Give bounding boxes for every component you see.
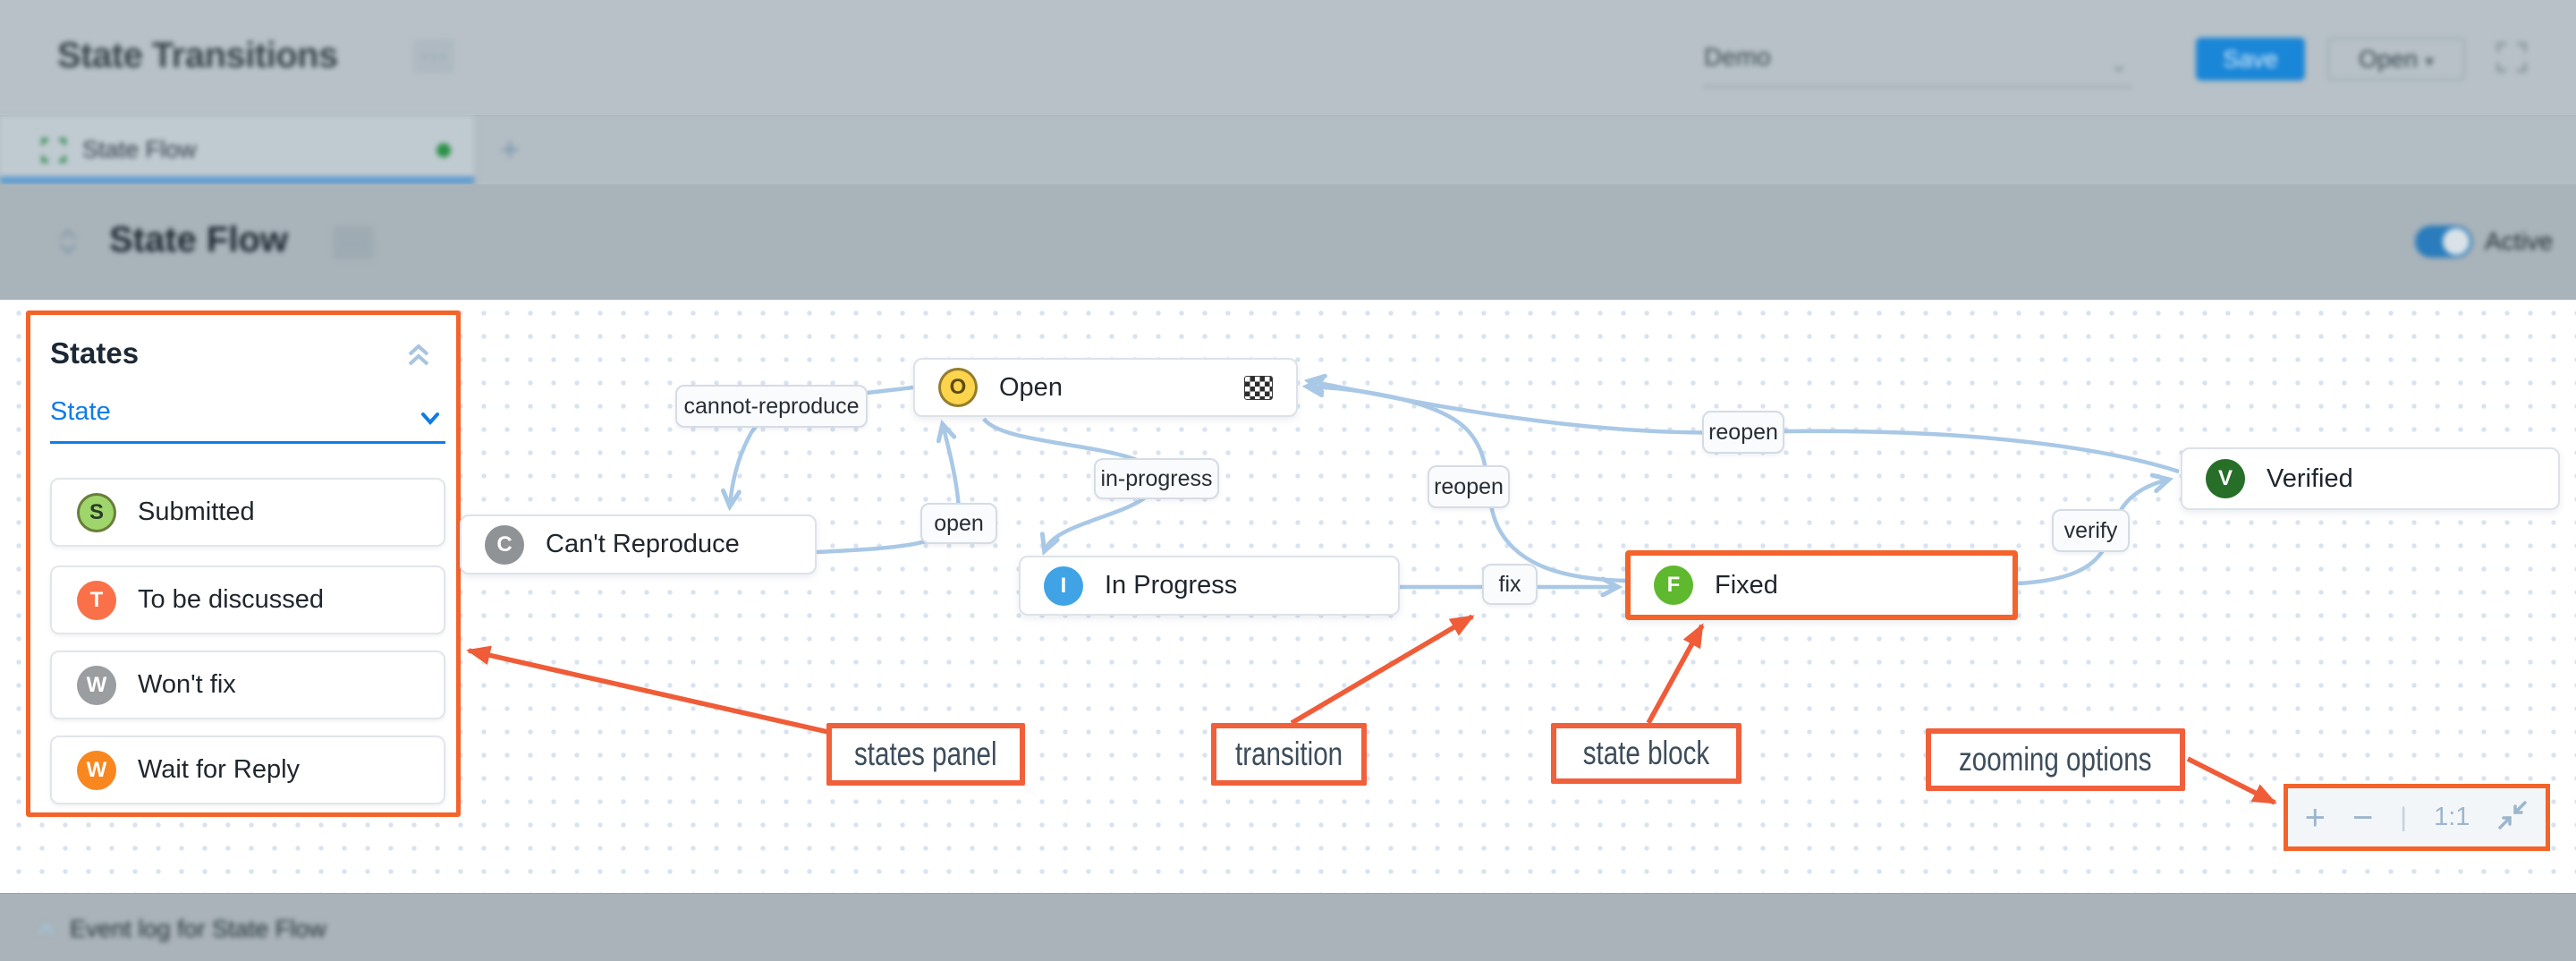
app-header: State Transitions ⋯ Demo ⌄ Save Open▾ (0, 0, 2576, 116)
state-type-value: State (50, 397, 111, 426)
annotation-arrow-zooming-options (2186, 756, 2277, 805)
states-panel: States State S Submitted T To be discuss… (26, 310, 461, 817)
zoom-out-button[interactable]: − (2351, 797, 2374, 838)
tab-state-flow[interactable]: State Flow (0, 116, 475, 184)
page-title: State Transitions (57, 36, 338, 75)
project-select[interactable]: Demo ⌄ (1704, 43, 2131, 88)
rule-header: State Flow ⋯ Active (0, 184, 2576, 300)
state-block-cant-reproduce[interactable]: C Can't Reproduce (460, 515, 817, 574)
tab-label: State Flow (82, 136, 197, 163)
panel-state-to-be-discussed[interactable]: T To be discussed (50, 566, 445, 634)
state-avatar: W (77, 750, 116, 790)
state-block-verified[interactable]: V Verified (2181, 447, 2560, 510)
state-avatar: I (1044, 566, 1083, 606)
collapse-panel-icon[interactable] (402, 340, 435, 377)
chevron-down-icon: ⌄ (2109, 53, 2128, 77)
transition-open[interactable]: open (920, 503, 997, 544)
annotation-arrow-transition (1290, 614, 1475, 726)
event-log-bar[interactable]: Event log for State Flow (0, 893, 2576, 961)
select-underline (50, 441, 445, 444)
workflow-icon (39, 136, 68, 169)
transition-reopen-from-verified[interactable]: reopen (1702, 411, 1784, 454)
expand-icon[interactable] (34, 917, 59, 947)
event-log-label: Event log for State Flow (70, 915, 326, 942)
rule-more-button[interactable]: ⋯ (333, 225, 374, 259)
project-select-value: Demo (1704, 43, 1771, 71)
state-avatar: F (1654, 566, 1693, 605)
panel-state-submitted[interactable]: S Submitted (50, 478, 445, 547)
collapse-icon[interactable] (50, 224, 86, 259)
state-avatar: O (938, 368, 978, 407)
add-tab-button[interactable]: + (499, 131, 521, 169)
transition-reopen-from-fixed[interactable]: reopen (1428, 465, 1510, 508)
workflow-canvas[interactable]: States State S Submitted T To be discuss… (0, 300, 2576, 893)
zoom-divider: | (2400, 802, 2408, 832)
transition-cannot-reproduce[interactable]: cannot-reproduce (675, 385, 868, 428)
annotation-transition: transition (1211, 723, 1367, 786)
active-toggle[interactable] (2415, 225, 2472, 258)
toggle-knob (2443, 228, 2470, 255)
panel-state-wont-fix[interactable]: W Won't fix (50, 651, 445, 719)
unsaved-changes-dot (436, 143, 451, 157)
active-tab-underline (0, 176, 474, 184)
save-button[interactable]: Save (2196, 38, 2305, 81)
transition-in-progress[interactable]: in-progress (1094, 458, 1219, 499)
tab-bar: State Flow + (0, 116, 2576, 184)
active-toggle-label: Active (2485, 227, 2554, 255)
state-type-select[interactable]: State (50, 397, 445, 444)
zoom-controls: + − | 1:1 (2284, 784, 2550, 851)
annotation-arrow-state-block (1646, 623, 1705, 725)
zoom-actual-size-button[interactable]: 1:1 (2434, 803, 2470, 831)
chevron-down-icon: ▾ (2425, 51, 2435, 72)
state-block-fixed[interactable]: F Fixed (1625, 550, 2018, 620)
open-button[interactable]: Open▾ (2327, 38, 2465, 81)
fit-to-screen-icon[interactable] (2496, 799, 2529, 836)
fullscreen-icon[interactable] (2496, 41, 2528, 73)
rule-title: State Flow (109, 220, 289, 259)
title-more-button[interactable]: ⋯ (413, 39, 454, 73)
annotation-state-block: state block (1551, 723, 1741, 784)
state-avatar: S (77, 492, 116, 532)
state-block-in-progress[interactable]: I In Progress (1019, 556, 1400, 616)
transition-fix[interactable]: fix (1482, 564, 1538, 605)
state-avatar: C (485, 524, 524, 565)
initial-state-flag-icon (1244, 375, 1273, 400)
annotation-zooming-options: zooming options (1926, 728, 2185, 791)
state-avatar: W (77, 665, 116, 705)
zoom-in-button[interactable]: + (2304, 797, 2326, 838)
select-underline (1704, 86, 2131, 88)
annotation-arrow-states-panel (466, 645, 833, 736)
transition-verify[interactable]: verify (2052, 509, 2130, 552)
panel-state-wait-for-reply[interactable]: W Wait for Reply (50, 736, 445, 804)
state-block-open[interactable]: O Open (913, 358, 1298, 417)
state-avatar: V (2206, 459, 2245, 498)
chevron-down-icon (417, 404, 444, 436)
annotation-states-panel: states panel (826, 723, 1025, 786)
states-panel-title: States (50, 336, 140, 370)
state-avatar: T (77, 580, 116, 620)
